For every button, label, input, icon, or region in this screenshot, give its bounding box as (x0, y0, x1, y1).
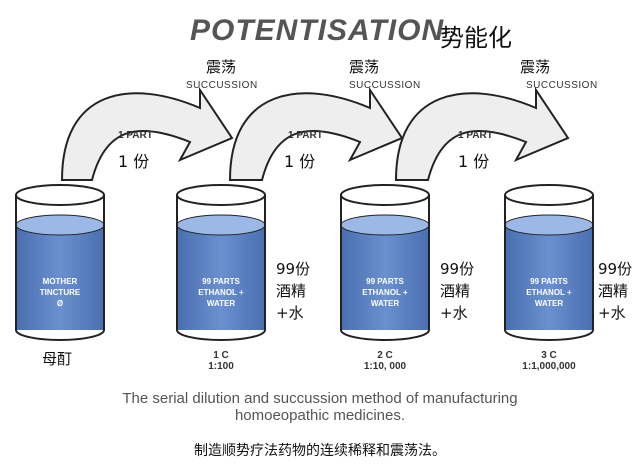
side-zh-2c: 99份酒精+水 (440, 260, 475, 322)
part-en-3: 1 PART (458, 130, 493, 141)
part-zh-1: 1 份 (118, 152, 150, 171)
arrow-1 (60, 86, 234, 181)
arrow-3 (394, 86, 570, 181)
succussion-zh-2: 震荡 (349, 58, 380, 76)
title-chinese: 势能化 (440, 24, 512, 52)
succussion-zh-3: 震荡 (520, 58, 551, 76)
title-english: POTENTISATION (190, 14, 445, 47)
succussion-zh-1: 震荡 (206, 58, 237, 76)
beaker-1c (176, 184, 266, 341)
part-zh-2: 1 份 (284, 152, 316, 171)
beaker-2c (340, 184, 430, 341)
beaker-3c (504, 184, 594, 341)
caption-chinese: 制造顺势疗法药物的连续稀释和震荡法。 (194, 443, 446, 459)
caption-english: The serial dilution and succussion metho… (122, 390, 518, 424)
arrow-2 (228, 86, 404, 181)
side-zh-3c: 99份酒精+水 (598, 260, 633, 322)
part-en-1: 1 PART (118, 130, 153, 141)
part-en-2: 1 PART (288, 130, 323, 141)
beaker-mother-tincture (15, 184, 105, 341)
side-zh-1c: 99份酒精+水 (276, 260, 311, 322)
part-zh-3: 1 份 (458, 152, 490, 171)
succussion-en-2: SUCCUSSION (349, 80, 421, 91)
succussion-en-1: SUCCUSSION (186, 80, 258, 91)
mother-tincture-zh: 母酊 (42, 350, 73, 368)
succussion-en-3: SUCCUSSION (526, 80, 598, 91)
